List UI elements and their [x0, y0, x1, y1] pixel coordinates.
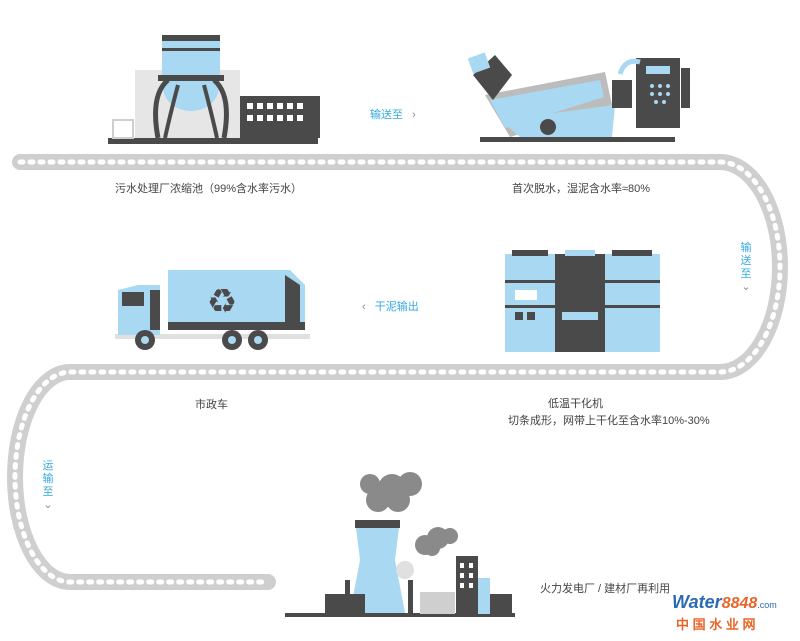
dewater-label: 首次脱水，湿泥含水率≈80%: [512, 183, 651, 195]
logo-water-text: Water: [672, 592, 722, 612]
send-to-char: 至: [740, 268, 752, 280]
send-to-char: 送: [740, 255, 752, 267]
dryer-title: 低温干化机: [548, 398, 603, 410]
dewatering-machine-illustration: [467, 52, 690, 142]
send-to-arrow: 输送至 ›: [370, 106, 416, 122]
chevron-left-icon: ‹: [362, 301, 366, 313]
send-to-label: 输送至: [370, 109, 403, 121]
power-plant-label: 火力发电厂 / 建材厂再利用: [540, 583, 671, 595]
thickening-tank-illustration: [108, 35, 320, 144]
dryer-description: 切条成形，网带上干化至含水率10%-30%: [508, 415, 710, 427]
conveyor-chain: [7, 154, 788, 590]
power-plant-illustration: [285, 472, 515, 617]
send-to-vertical: 输 送 至 ⌄: [740, 242, 752, 294]
transport-to-char: 输: [42, 473, 54, 485]
transport-to-vertical: 运 输 至 ⌄: [42, 460, 54, 512]
dry-mud-label: 干泥输出: [374, 301, 419, 313]
watermark-subtitle: 中 国 水 业 网: [676, 617, 756, 632]
dry-mud-arrow: ‹ 干泥输出: [362, 298, 419, 314]
dryer-illustration: [505, 250, 660, 352]
svg-text:♻: ♻: [207, 282, 237, 322]
chevron-right-icon: ›: [412, 109, 416, 121]
chevron-down-icon: ⌄: [741, 281, 751, 293]
transport-to-char: 运: [42, 460, 54, 472]
logo-number-text: 8848: [721, 595, 758, 612]
watermark-logo: Water8848.com: [672, 592, 777, 613]
transport-to-char: 至: [42, 486, 54, 498]
tank-label: 污水处理厂浓缩池（99%含水率污水）: [115, 183, 303, 195]
logo-domain-text: .com: [757, 600, 777, 610]
send-to-char: 输: [740, 242, 752, 254]
truck-illustration: ♻: [115, 270, 310, 350]
chevron-down-icon: ⌄: [43, 499, 53, 511]
truck-label: 市政车: [195, 399, 228, 411]
